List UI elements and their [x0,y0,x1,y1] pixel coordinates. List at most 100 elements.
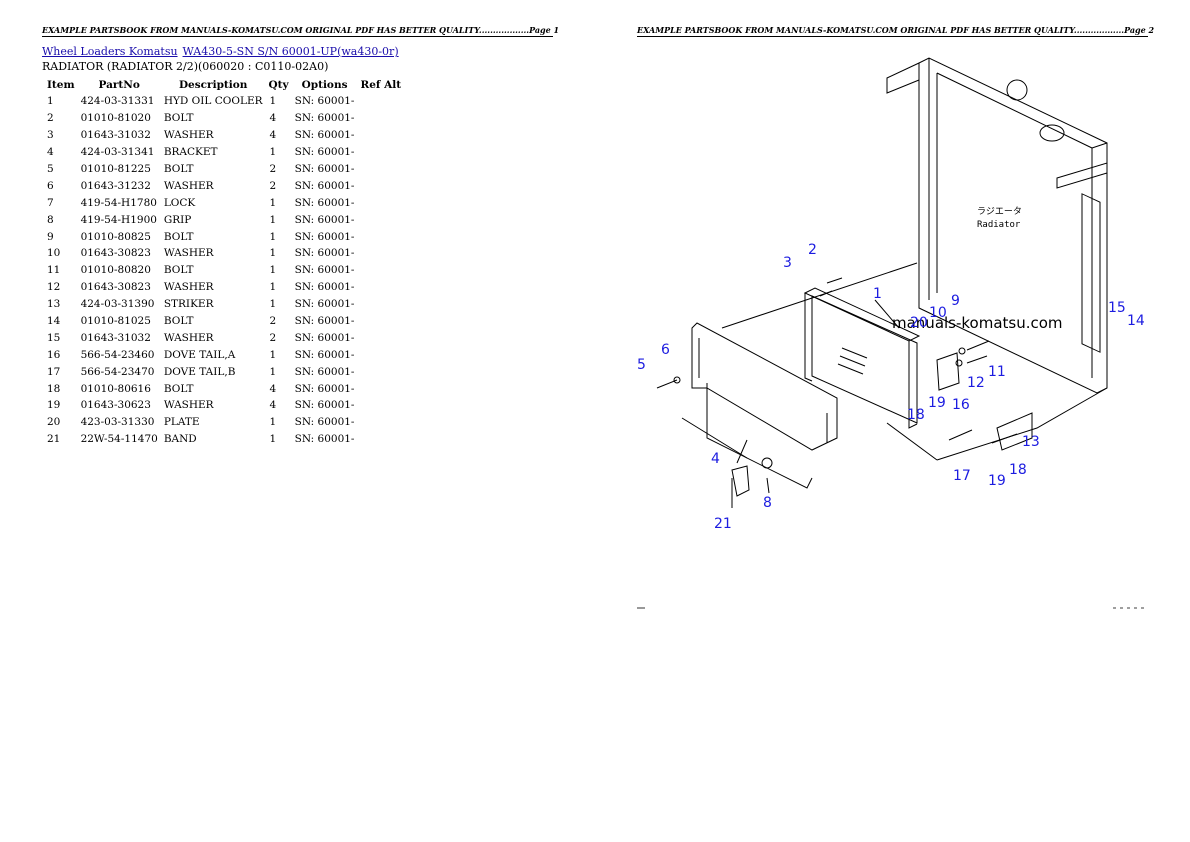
callout-14: 14 [1127,313,1145,329]
callout-15: 15 [1108,300,1126,316]
callout-13: 13 [1022,434,1040,450]
cell-description: WASHER [163,179,214,192]
cell-description: WASHER [163,129,214,142]
cell-item: 18 [47,382,61,395]
cell-description: DOVE TAIL,B [163,365,236,378]
callout-18: 18 [907,407,925,423]
cell-description: BOLT [163,163,194,175]
cell-ref-alt [357,431,404,448]
cell-qty: 4 [269,382,277,395]
cell-qty: 4 [269,129,277,142]
cell-partno: 566-54-23460 [80,348,155,361]
cell-partno: 424-03-31341 [80,146,155,159]
cell-qty: 1 [269,264,277,277]
cell-options: SN: 60001- [294,112,355,125]
cell-ref-alt [357,245,404,262]
cell-description: WASHER [163,399,214,412]
callout-21: 21 [714,516,732,532]
cell-partno: 01643-30823 [80,281,151,294]
cell-options: SN: 60001- [294,146,355,159]
cell-item: 17 [47,365,61,378]
cell-qty: 1 [269,298,277,311]
cell-item: 5 [47,163,54,175]
cell-ref-alt [357,110,404,127]
cell-ref-alt [357,144,404,161]
cell-qty: 4 [269,399,277,412]
cell-description: BAND [163,433,197,446]
page-2-header: EXAMPLE PARTSBOOK FROM MANUALS-KOMATSU.C… [637,25,1155,37]
cell-options: SN: 60001- [294,315,355,328]
callout-16: 16 [952,397,970,413]
cell-ref-alt [357,363,404,380]
cell-qty: 2 [269,331,277,344]
bracket [691,322,838,451]
cell-options: SN: 60001- [294,281,355,294]
cell-ref-alt [357,279,404,296]
cell-description: BOLT [163,230,194,243]
cell-description: PLATE [163,416,200,429]
table-row: 19 01643-30623 WASHER 4 SN: 60001- [44,397,404,414]
breadcrumb-link-model[interactable]: WA430-5-SN S/N 60001-UP(wa430-0r) [182,45,399,58]
cell-partno: 01010-80820 [80,264,151,277]
breadcrumb-link-category[interactable]: Wheel Loaders Komatsu [42,45,178,58]
parts-diagram: ラジエータ Radiator manuals-komatsu.com 12345… [637,57,1145,609]
cell-ref-alt [357,380,404,397]
table-row: 3 01643-31032 WASHER 4 SN: 60001- [44,127,404,144]
cell-qty: 4 [269,112,277,125]
cell-qty: 1 [269,230,277,243]
callout-1: 1 [873,286,882,302]
cell-options: SN: 60001- [294,95,355,108]
cell-partno: 01643-30623 [80,399,151,412]
cell-partno: 01643-31032 [80,331,151,344]
cell-ref-alt [357,127,404,144]
cell-qty: 1 [269,247,277,260]
cell-description: STRIKER [163,298,214,311]
cell-item: 1 [47,95,54,108]
column-header-partno: PartNo [98,79,140,91]
cell-options: SN: 60001- [294,399,355,412]
cell-description: DOVE TAIL,A [163,348,236,361]
cell-qty: 1 [269,196,277,209]
parts-table: Item PartNo Description Qty Options Ref … [44,77,404,448]
callout-2: 2 [808,242,817,258]
watermark: manuals-komatsu.com [892,314,1063,332]
cell-qty: 1 [269,146,277,159]
cell-ref-alt [357,262,404,279]
cell-partno: 424-03-31331 [80,95,155,108]
cell-qty: 1 [269,416,277,429]
column-header-options: Options [301,79,348,91]
cell-partno: 01010-81225 [80,163,151,175]
cell-partno: 01643-31032 [80,129,151,142]
cell-item: 3 [47,129,54,142]
callout-11: 11 [988,364,1006,380]
cell-options: SN: 60001- [294,196,355,209]
cell-options: SN: 60001- [294,264,355,277]
section-title: RADIATOR (RADIATOR 2/2)(060020 : C0110-0… [42,60,329,73]
cell-description: BOLT [163,112,194,125]
cell-qty: 1 [269,365,277,378]
callout-4: 4 [711,451,720,467]
callout-5: 5 [637,357,646,373]
cell-item: 2 [47,112,54,125]
page-1-header: EXAMPLE PARTSBOOK FROM MANUALS-KOMATSU.C… [42,25,560,37]
cell-item: 19 [47,399,61,412]
callout-19: 19 [988,473,1006,489]
cell-partno: 01643-31232 [80,179,151,192]
cell-description: WASHER [163,281,214,294]
cell-item: 15 [47,331,61,344]
cell-item: 12 [47,281,61,294]
cell-item: 14 [47,315,61,328]
cell-options: SN: 60001- [294,129,355,142]
cell-item: 4 [47,146,54,159]
